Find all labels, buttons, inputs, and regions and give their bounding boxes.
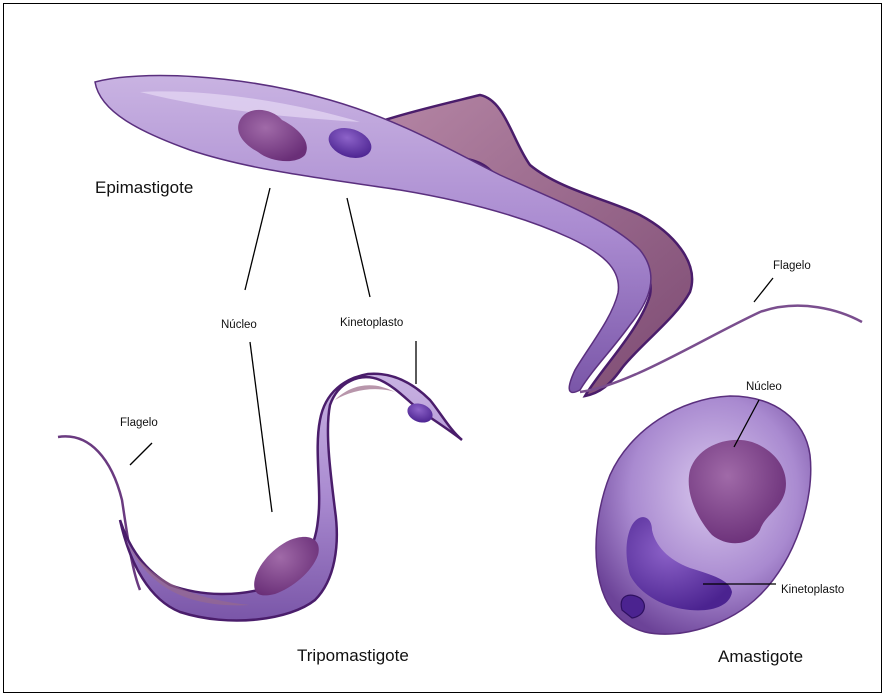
leader-nucleo-to-tripomastigote [250, 342, 272, 512]
label-nucleo-center: Núcleo [221, 319, 257, 331]
label-kinetoplasto-center: Kinetoplasto [340, 317, 403, 329]
tripomastigote-cell [58, 374, 462, 621]
epimastigote-cell [95, 76, 862, 396]
label-flagelo-right: Flagelo [773, 260, 811, 272]
epimastigote-body [95, 76, 651, 393]
label-tripomastigote: Tripomastigote [297, 646, 409, 665]
leader-flagelo-right [754, 278, 773, 302]
label-epimastigote: Epimastigote [95, 178, 193, 197]
leader-kinetoplasto-to-epimastigote [347, 198, 370, 297]
label-amastigote: Amastigote [718, 647, 803, 666]
label-kinetoplasto-amastigote: Kinetoplasto [781, 584, 844, 596]
label-nucleo-amastigote: Núcleo [746, 381, 782, 393]
tripomastigote-flagellum [58, 436, 140, 590]
leader-nucleo-to-epimastigote [245, 188, 270, 290]
label-flagelo-left: Flagelo [120, 417, 158, 429]
amastigote-cell [596, 396, 811, 634]
leader-flagelo-left [130, 443, 152, 465]
